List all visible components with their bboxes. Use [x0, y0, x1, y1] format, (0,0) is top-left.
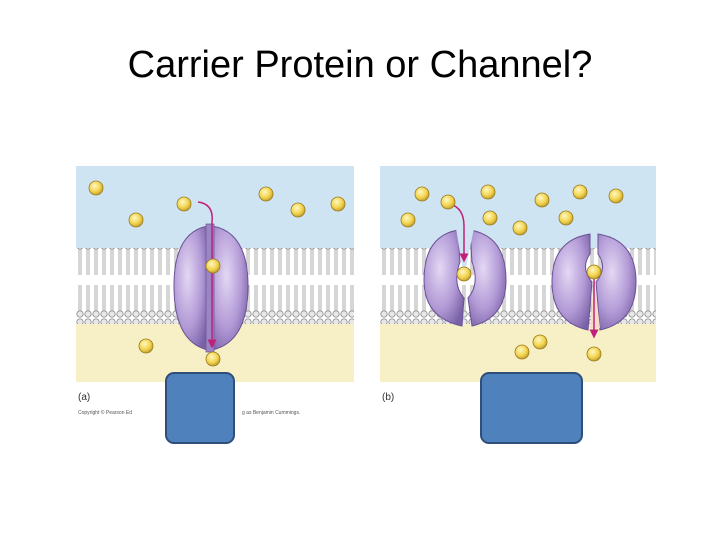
panel-b: (b) [380, 166, 656, 403]
carrier-protein-open-inward [551, 233, 637, 331]
carrier-protein-open-outward [423, 228, 507, 327]
extracellular-region-b [380, 166, 656, 248]
panel-b-label: (b) [382, 392, 394, 403]
answer-cover-box-b[interactable] [480, 372, 583, 444]
slide-title: Carrier Protein or Channel? [127, 44, 593, 86]
copyright-prefix: Copyright © Pearson Ed [78, 409, 132, 416]
panel-a-label: (a) [78, 392, 90, 403]
transport-arrow-a [197, 201, 217, 349]
solutes-b [400, 184, 624, 362]
answer-cover-box-a[interactable] [165, 372, 235, 444]
channel-protein [173, 223, 249, 353]
solutes-a [88, 180, 346, 367]
membrane-transport-figure: (a) Copyright © Pearson Ed g as Benjamin… [76, 166, 656, 426]
panel-a: (a) Copyright © Pearson Ed g as Benjamin… [76, 166, 354, 416]
copyright-suffix: g as Benjamin Cummings. [242, 410, 300, 416]
